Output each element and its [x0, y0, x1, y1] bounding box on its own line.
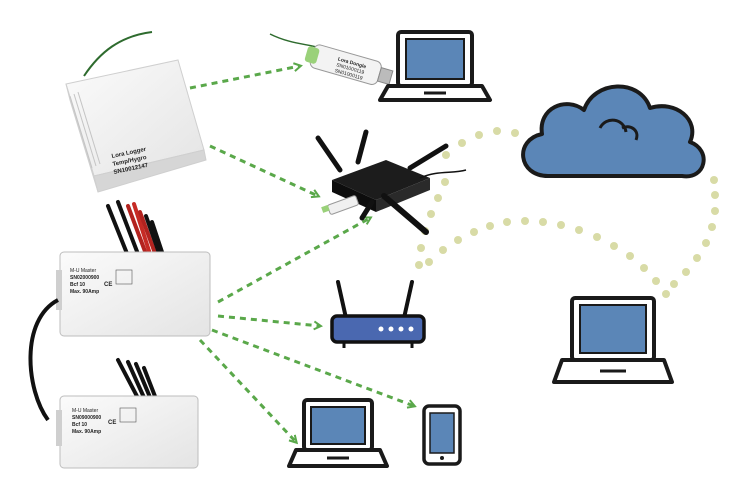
meter-bottom-label-4: Max. 90Amp — [72, 429, 101, 435]
laptop-icon-top — [378, 30, 492, 102]
arrow-meter-to-gateway — [217, 218, 370, 304]
meter-bottom-label-1: M-U Master — [72, 408, 98, 414]
connection-arrows — [189, 66, 414, 442]
laptop-icon-bottom — [287, 398, 389, 468]
wifi-router-icon — [330, 280, 426, 348]
meter-top-label-4: Max. 90Amp — [70, 289, 99, 295]
laptop-icon-right — [552, 296, 674, 384]
meter-bottom-ce-mark: CE — [108, 420, 116, 426]
smartphone-icon — [422, 404, 462, 466]
lora-logger-device: Lora Logger Temp/Hygro SN10012147 — [65, 31, 207, 193]
meter-top-label-2: SN02000900 — [70, 275, 99, 281]
gateway-router-device — [315, 129, 467, 235]
meter-master-top-device: M-U Master SN02000900 Bcf 10 Max. 90Amp … — [56, 200, 211, 337]
meter-top-logo-icon — [115, 269, 133, 285]
cloud-icon — [521, 84, 706, 179]
arrow-logger-to-gateway — [209, 144, 318, 196]
meter-top-label-3: Bcf 10 — [70, 282, 85, 288]
meter-bottom-logo-icon — [119, 407, 137, 423]
meter-bottom-label-2: SN09000900 — [72, 415, 101, 421]
meter-top-label-1: M-U Master — [70, 268, 96, 274]
arrow-meter-to-router — [217, 314, 320, 326]
meter-link-cable — [28, 298, 60, 422]
meter-top-ce-mark: CE — [104, 282, 112, 288]
arrow-meter-to-phone — [211, 328, 414, 406]
arrow-meter-to-laptop — [198, 338, 296, 442]
meter-master-bottom-device: M-U Master SN09000900 Bcf 10 Max. 90Amp … — [56, 358, 199, 469]
arrow-logger-to-dongle — [189, 66, 300, 90]
meter-bottom-label-3: Bcf 10 — [72, 422, 87, 428]
lora-dongle-device: Lora Dongle SN01000119 SN01000119 — [269, 33, 394, 86]
